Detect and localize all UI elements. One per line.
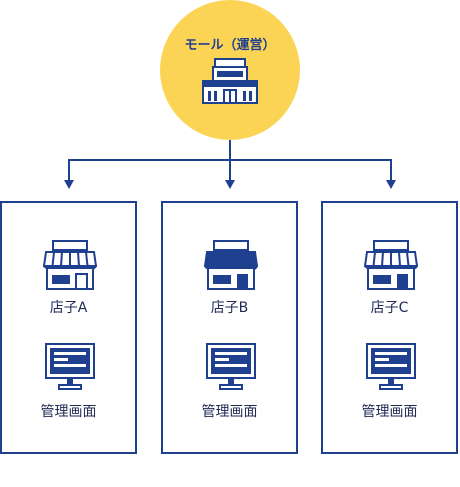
store-box-a: 店子A 管理画面: [0, 201, 137, 454]
store-icon: [204, 240, 258, 290]
monitor-icon: [366, 343, 416, 390]
admin-screen-label: 管理画面: [361, 404, 418, 420]
store-label: 店子A: [49, 300, 88, 316]
arrow-down-icon: [386, 180, 396, 189]
admin-screen-label: 管理画面: [40, 404, 97, 420]
monitor-icon: [206, 343, 256, 390]
connector-lines: [64, 140, 396, 189]
store-box-b: 店子B 管理画面: [161, 201, 298, 454]
monitor-icon: [45, 343, 95, 390]
store-box-c: 店子C 管理画面: [321, 201, 458, 454]
mall-building-icon: [202, 58, 258, 104]
admin-screen-label: 管理画面: [201, 404, 258, 420]
store-icon: [43, 240, 97, 290]
store-label: 店子B: [210, 300, 249, 316]
store-label: 店子C: [370, 300, 409, 316]
arrow-down-icon: [64, 180, 74, 189]
store-icon: [364, 240, 418, 290]
mall-label: モール（運営）: [184, 38, 276, 53]
arrow-down-icon: [225, 180, 235, 189]
